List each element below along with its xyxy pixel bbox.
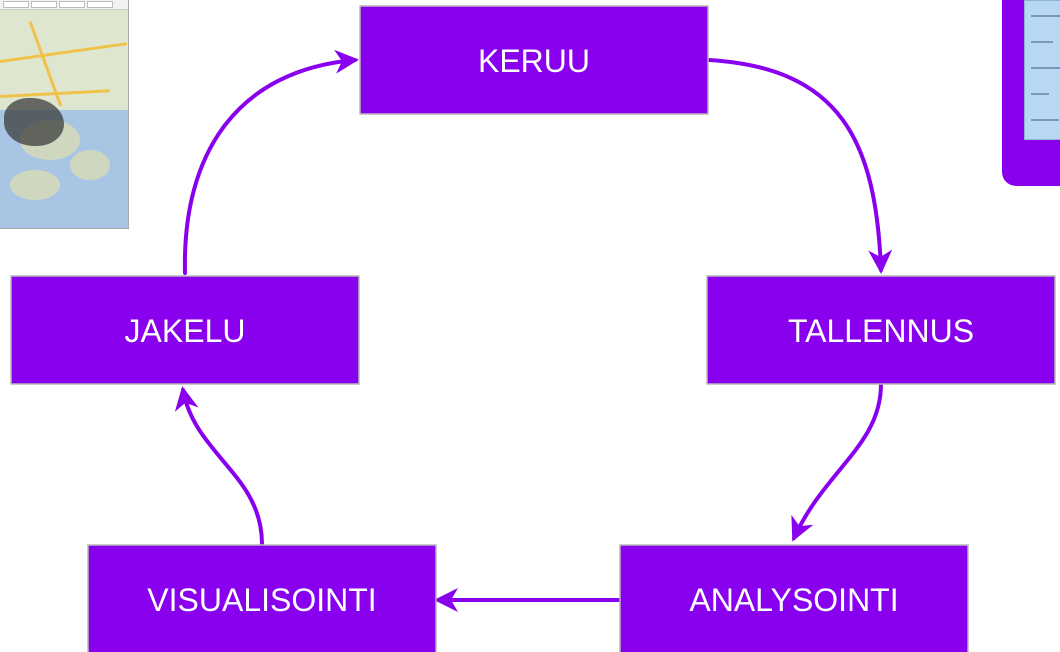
map-land — [70, 150, 110, 180]
node-analysointi: ANALYSOINTI — [619, 544, 969, 652]
node-visualisointi-label: VISUALISOINTI — [147, 582, 376, 618]
node-tallennus-box — [706, 275, 1056, 385]
map-thumbnail — [0, 0, 129, 229]
node-tallennus: TALLENNUS — [706, 275, 1056, 385]
map-toolbar-button — [31, 1, 57, 8]
node-keruu-box — [359, 5, 709, 115]
arrow-keruu-to-tallennus — [707, 58, 893, 274]
image-card — [1002, 0, 1060, 186]
node-jakelu: JAKELU — [10, 275, 360, 385]
map-toolbar-button — [87, 1, 113, 8]
node-visualisointi: VISUALISOINTI — [87, 544, 437, 652]
node-visualisointi-box — [87, 544, 437, 652]
arrow-jakelu-to-keruu — [182, 49, 359, 275]
map-land — [10, 170, 60, 200]
node-keruu-label: KERUU — [478, 43, 590, 79]
node-keruu: KERUU — [359, 5, 709, 115]
image-card-picture — [1024, 0, 1060, 140]
node-jakelu-label: JAKELU — [125, 313, 246, 349]
arrow-visualisointi-to-jakelu — [174, 386, 264, 546]
map-toolbar — [0, 0, 128, 10]
map-toolbar-button — [59, 1, 85, 8]
map-highlight-area — [4, 98, 64, 146]
arrow-tallennus-to-analysointi — [791, 382, 883, 542]
node-analysointi-box — [619, 544, 969, 652]
node-tallennus-label: TALLENNUS — [788, 313, 974, 349]
map-toolbar-button — [3, 1, 29, 8]
node-jakelu-box — [10, 275, 360, 385]
node-analysointi-label: ANALYSOINTI — [689, 582, 898, 618]
